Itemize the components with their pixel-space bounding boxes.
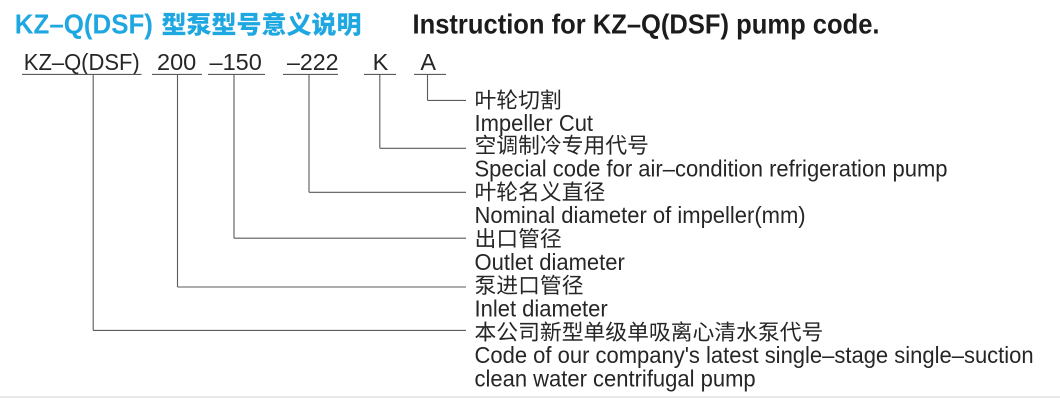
svg-text:KZ–Q(DSF): KZ–Q(DSF) <box>24 49 140 76</box>
svg-text:clean water centrifugal pump: clean water centrifugal pump <box>475 365 756 392</box>
svg-text:Nominal diameter of impeller(m: Nominal diameter of impeller(mm) <box>475 201 806 228</box>
svg-text:Inlet diameter: Inlet diameter <box>475 295 609 322</box>
svg-text:Code of our company's latest s: Code of our company's latest single–stag… <box>475 342 1034 369</box>
svg-text:K: K <box>373 49 389 75</box>
svg-text:–150: –150 <box>210 49 262 75</box>
svg-text:Impeller Cut: Impeller Cut <box>475 109 594 136</box>
svg-text:Outlet diameter: Outlet diameter <box>475 248 626 275</box>
svg-text:KZ–Q(DSF): KZ–Q(DSF) <box>15 8 153 39</box>
svg-text:A: A <box>420 49 436 75</box>
svg-text:Special code for air–condition: Special code for air–condition refrigera… <box>475 155 948 182</box>
svg-text:Instruction for KZ–Q(DSF) pump: Instruction for KZ–Q(DSF) pump code. <box>413 8 880 39</box>
svg-text:–222: –222 <box>287 49 339 75</box>
svg-text:200: 200 <box>157 49 196 75</box>
